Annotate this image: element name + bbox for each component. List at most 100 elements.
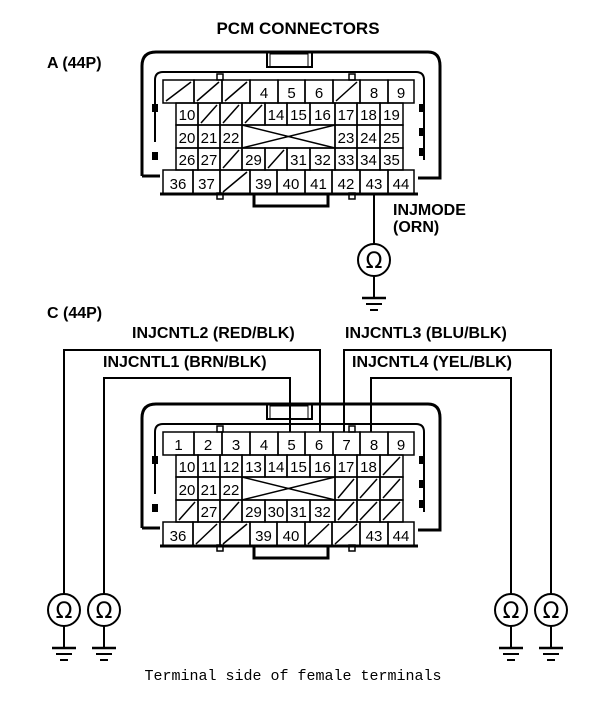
injmode-probe: INJMODE (ORN) Ω: [357, 194, 466, 311]
ground-icon: [362, 296, 386, 311]
conn-a-pin-25: 25: [383, 130, 400, 147]
svg-text:Ω: Ω: [543, 599, 560, 624]
connector-c-label: C (44P): [47, 305, 102, 322]
conn-c-pin-1: 1: [174, 437, 182, 454]
injcntl4-label: INJCNTL4 (YEL/BLK): [352, 354, 512, 371]
conn-c-pin-4: 4: [260, 437, 268, 454]
conn-a-empty-cavity: [335, 81, 358, 102]
conn-c-pin-3: 3: [232, 437, 240, 454]
conn-c-empty-cavity: [307, 523, 330, 545]
conn-c-empty-cavity: [382, 478, 401, 499]
diagram-title: PCM CONNECTORS: [216, 19, 379, 38]
conn-a-pin-37: 37: [198, 176, 215, 193]
connector-a-label: A (44P): [47, 55, 102, 72]
conn-a-pin-40: 40: [283, 176, 300, 193]
conn-c-housing: [140, 402, 442, 532]
conn-a-pin-44: 44: [393, 176, 410, 193]
injmode-label: INJMODE: [393, 202, 466, 219]
conn-a-pin-35: 35: [383, 152, 400, 169]
conn-c-pin-2: 2: [204, 437, 212, 454]
conn-a-pin-15: 15: [290, 107, 307, 124]
conn-a-pin-32: 32: [314, 152, 331, 169]
conn-c-pin-39: 39: [255, 528, 272, 545]
injmode-color: (ORN): [393, 219, 439, 236]
ground-icon: [499, 646, 523, 661]
conn-a-empty-cavity: [196, 81, 220, 102]
conn-a-empty-cavity: [244, 104, 263, 124]
conn-c-empty-cavity: [222, 523, 248, 545]
conn-a-empty-cavity: [222, 104, 240, 124]
conn-a-empty-cavity: [222, 171, 248, 193]
conn-c-pin-44: 44: [393, 528, 410, 545]
conn-c-pin-8: 8: [370, 437, 378, 454]
wire-6: [63, 349, 321, 594]
conn-c-empty-cavity: [359, 478, 378, 499]
conn-a-pin-36: 36: [170, 176, 187, 193]
conn-c-pin-14: 14: [268, 459, 285, 476]
ground-icon: [52, 646, 76, 661]
conn-a-pin-8: 8: [370, 85, 378, 102]
conn-a-pin-26: 26: [179, 152, 196, 169]
conn-a-pin-33: 33: [338, 152, 355, 169]
injmode-meter: Ω: [357, 243, 391, 311]
conn-a-housing: [140, 50, 442, 180]
conn-a-empty-cavity: [267, 149, 285, 169]
conn-c-pin-29: 29: [245, 504, 262, 521]
conn-a-pin-22: 22: [223, 130, 240, 147]
ground-icon: [539, 646, 563, 661]
svg-text:Ω: Ω: [56, 599, 73, 624]
injcntl-meter: Ω: [47, 593, 81, 661]
conn-c-pin-27: 27: [201, 504, 218, 521]
injcntl-meter: Ω: [87, 593, 121, 661]
conn-a-pin-41: 41: [310, 176, 327, 193]
injcntl1-label: INJCNTL1 (BRN/BLK): [103, 354, 267, 371]
conn-c-pin-11: 11: [201, 459, 217, 476]
conn-a-empty-cavity: [200, 104, 218, 124]
caption: Terminal side of female terminals: [144, 668, 441, 685]
svg-text:Ω: Ω: [366, 249, 383, 274]
conn-c-pin-10: 10: [179, 459, 196, 476]
conn-c-empty-cavity: [337, 501, 355, 521]
conn-c-terminal: [387, 521, 415, 547]
conn-c-lock-tab: [419, 480, 425, 488]
conn-a-terminal: [387, 169, 415, 195]
conn-c-pin-32: 32: [314, 504, 331, 521]
conn-c-empty-cavity: [222, 501, 240, 521]
conn-c-pin-40: 40: [283, 528, 300, 545]
conn-c-pin-22: 22: [223, 482, 240, 499]
conn-c-pin-16: 16: [314, 459, 331, 476]
conn-a-pin-23: 23: [338, 130, 355, 147]
conn-a-pin-34: 34: [360, 152, 377, 169]
injcntl2-label: INJCNTL2 (RED/BLK): [132, 325, 295, 342]
svg-text:Ω: Ω: [503, 599, 520, 624]
conn-a-pin-31: 31: [290, 152, 307, 169]
conn-c-pin-9: 9: [397, 437, 405, 454]
conn-c-pin-7: 7: [342, 437, 350, 454]
wire-5: [103, 377, 291, 594]
conn-c-lock-tab: [419, 456, 425, 464]
conn-c-pin-31: 31: [290, 504, 307, 521]
conn-a-pin-39: 39: [255, 176, 272, 193]
conn-a-pin-43: 43: [366, 176, 383, 193]
conn-c-lock-tab: [419, 500, 425, 508]
conn-a-pin-21: 21: [201, 130, 218, 147]
conn-a-pin-10: 10: [179, 107, 196, 124]
conn-a-pin-42: 42: [338, 176, 355, 193]
conn-c-lock-tab: [152, 456, 158, 464]
conn-a-pin-5: 5: [287, 85, 295, 102]
conn-a-pin-18: 18: [360, 107, 377, 124]
conn-c-pin-12: 12: [223, 459, 240, 476]
injcntl3-label: INJCNTL3 (BLU/BLK): [345, 325, 507, 342]
conn-a-lock-tab: [419, 104, 425, 112]
injcntl-meter: Ω: [494, 593, 528, 661]
conn-c-empty-cavity: [337, 478, 355, 499]
conn-a-lock-tab: [152, 152, 158, 160]
conn-c-pin-17: 17: [338, 459, 355, 476]
svg-text:Ω: Ω: [96, 599, 113, 624]
conn-c-empty-cavity: [195, 523, 218, 545]
wire-8: [370, 377, 512, 594]
conn-c-pin-13: 13: [245, 459, 262, 476]
